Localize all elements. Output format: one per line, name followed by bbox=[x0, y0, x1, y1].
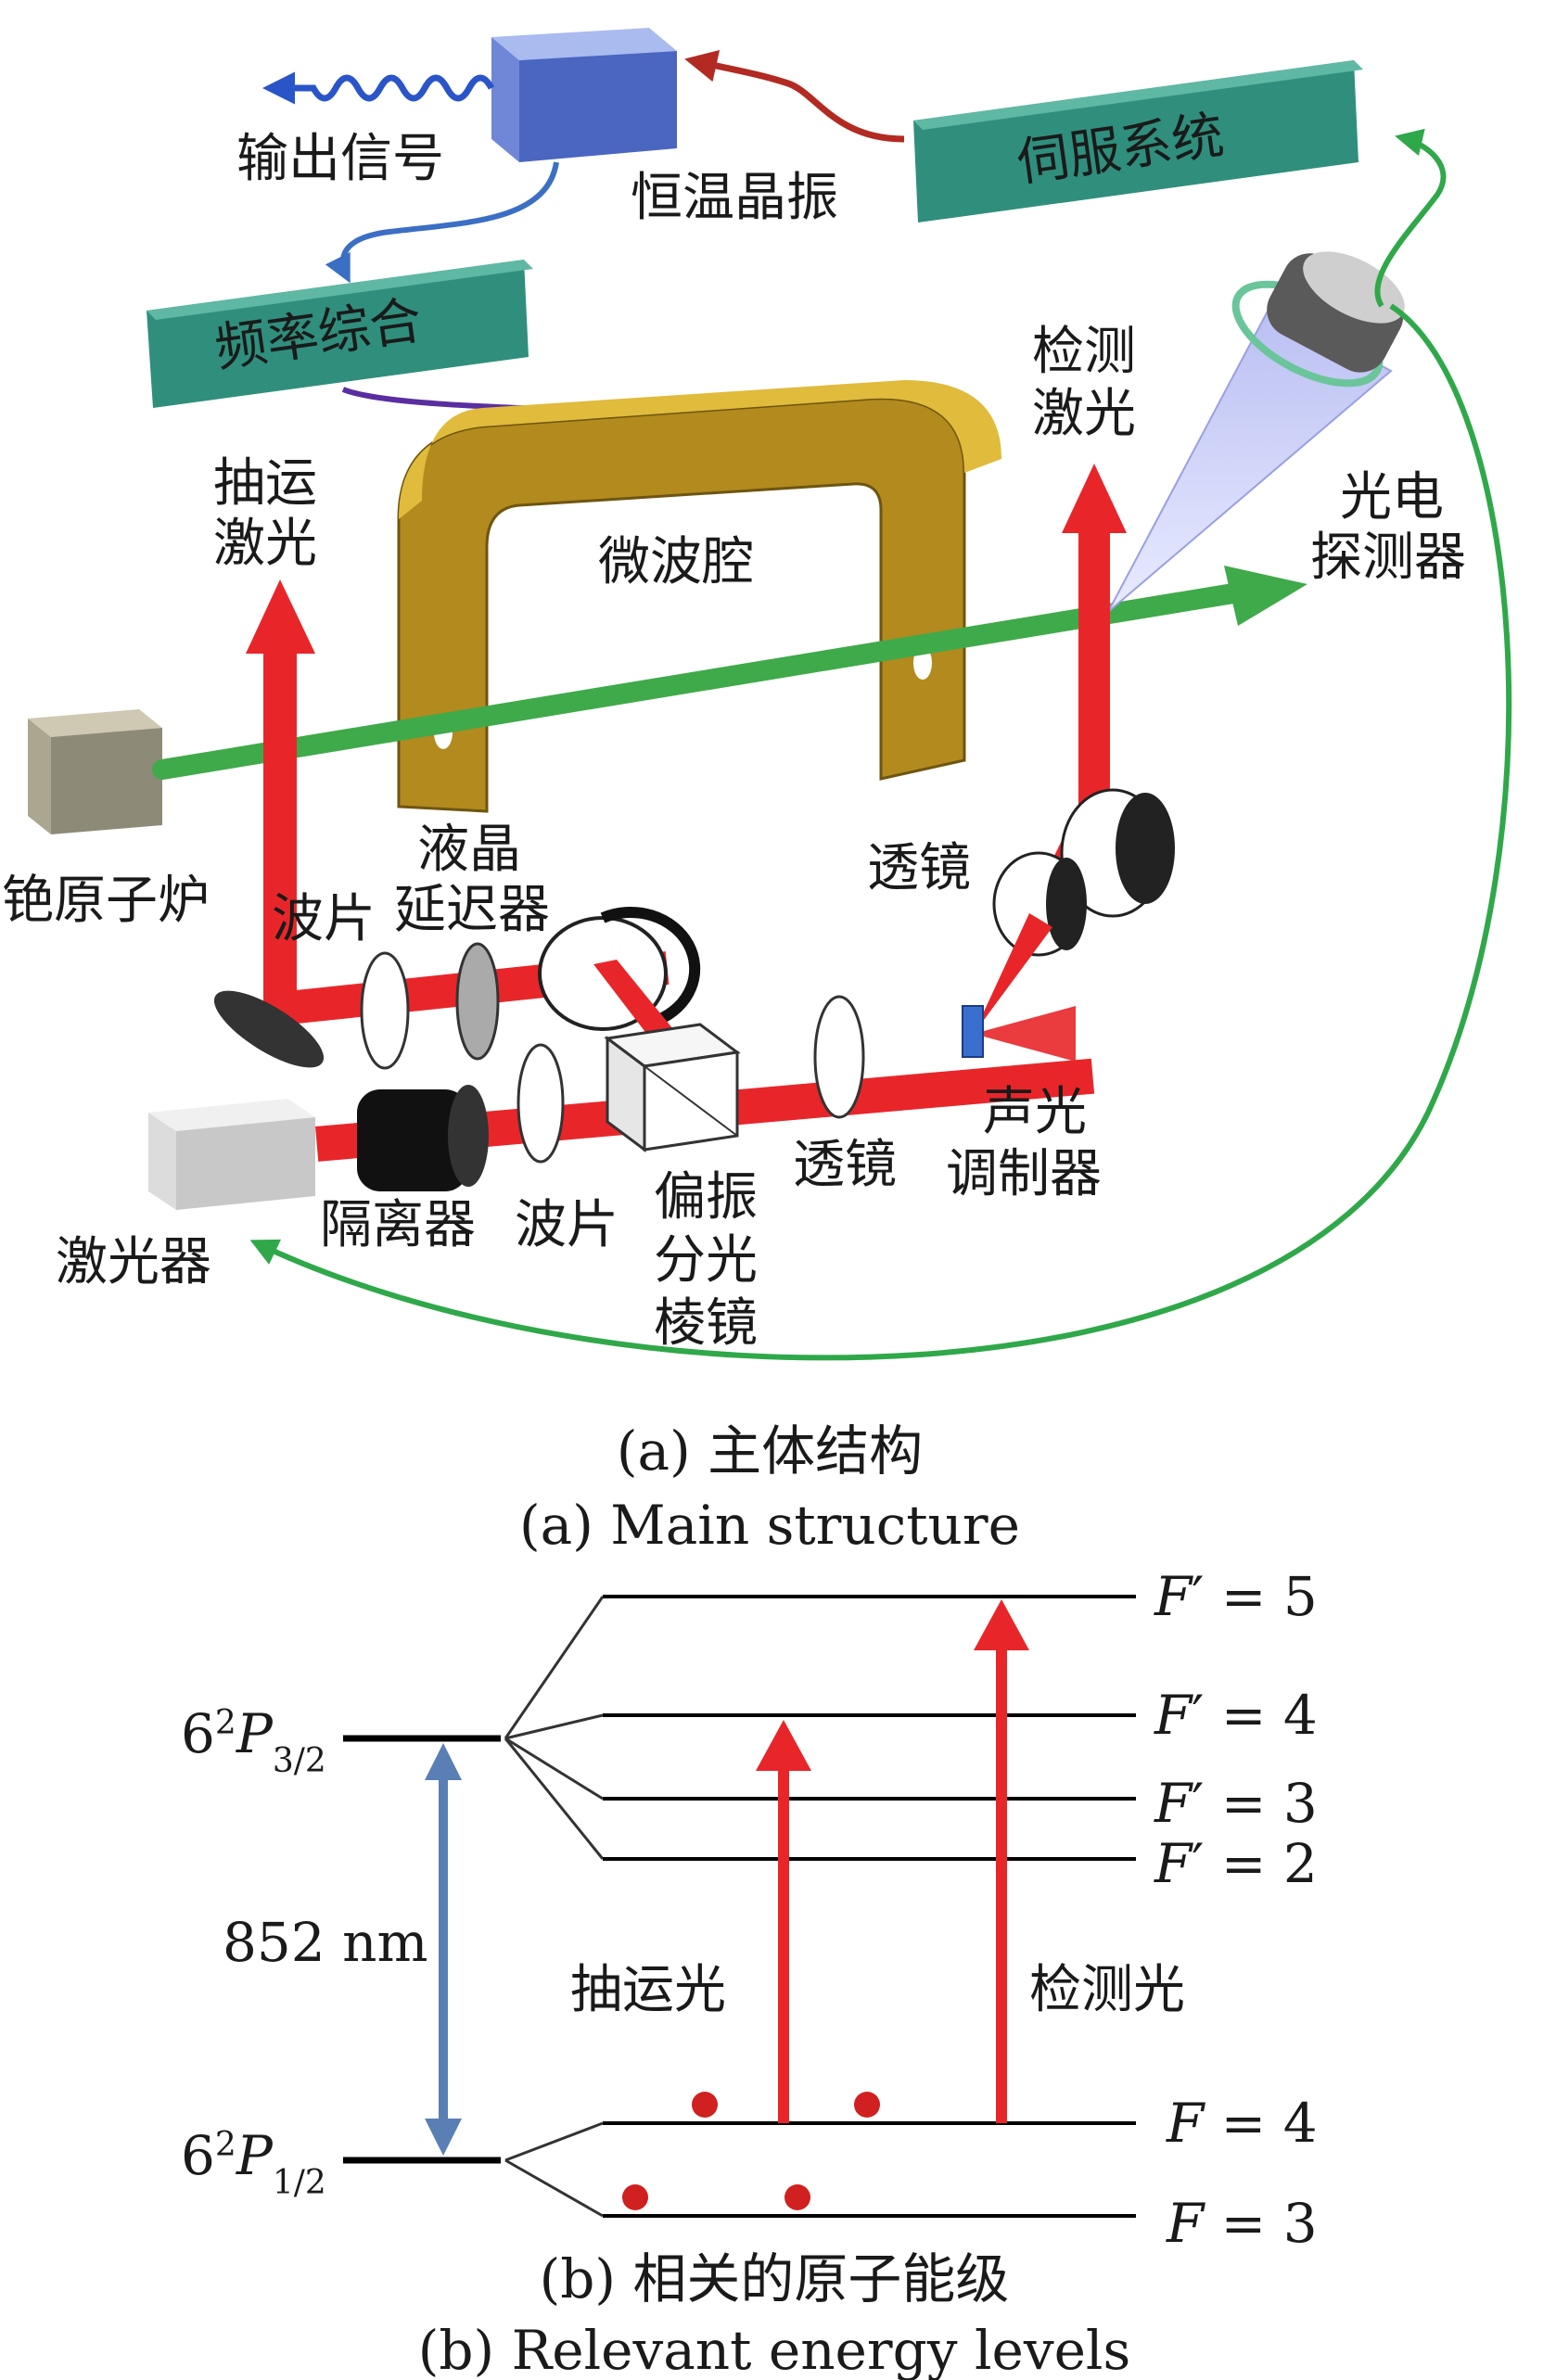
isolator-label: 隔离器 bbox=[320, 1195, 476, 1255]
photodetector-label-1: 光电 bbox=[1340, 467, 1444, 528]
right-lens-mirror bbox=[992, 788, 1175, 957]
ocxo-to-synth-arrow bbox=[325, 161, 559, 284]
aom-label-1: 声光 bbox=[983, 1082, 1087, 1142]
probe-laser-label-1: 检测 bbox=[1032, 322, 1136, 382]
bottom-lens bbox=[813, 995, 865, 1119]
left-mirror bbox=[213, 990, 325, 1068]
microwave-cavity: 微波腔 bbox=[397, 380, 1001, 813]
isolator bbox=[357, 1085, 489, 1191]
microwave-cavity-label: 微波腔 bbox=[598, 532, 754, 592]
energy-level-diagram: 62P3/2 62P1/2 852 nm F′ = 5 F′ = 4 F′ = … bbox=[181, 1565, 1318, 2380]
atomic-beam bbox=[152, 583, 1244, 780]
aom bbox=[962, 1005, 984, 1058]
probe-light-label: 检测光 bbox=[1029, 1960, 1185, 2020]
laser-box bbox=[148, 1099, 315, 1210]
lc-retarder-label-1: 液晶 bbox=[417, 820, 521, 880]
atoms bbox=[622, 2092, 880, 2210]
output-signal-label: 输出信号 bbox=[236, 129, 444, 189]
caption-b-cn: (b) 相关的原子能级 bbox=[540, 2247, 1010, 2310]
pump-laser-label-2: 激光 bbox=[213, 514, 317, 574]
aom-diffracted-beam bbox=[974, 913, 1052, 1034]
lower-state-label: 62P1/2 bbox=[181, 2124, 326, 2202]
bottom-waveplate-label: 波片 bbox=[515, 1195, 619, 1255]
f-4-label: F = 4 bbox=[1166, 2092, 1318, 2155]
f-prime-3-label: F′ = 3 bbox=[1154, 1772, 1318, 1835]
caption-a-cn: (a) 主体结构 bbox=[617, 1419, 923, 1483]
servo-to-ocxo-arrow bbox=[684, 49, 905, 143]
aom-label-2: 调制器 bbox=[946, 1144, 1102, 1204]
f-3-label: F = 3 bbox=[1166, 2192, 1318, 2255]
lc-retarder-label-2: 延迟器 bbox=[394, 880, 550, 940]
laser-label: 激光器 bbox=[56, 1232, 211, 1292]
main-structure-diagram: 输出信号 恒温晶振 伺服系统 频率综合 微波腔 bbox=[2, 28, 1512, 1557]
top-waveplate-label: 波片 bbox=[272, 889, 376, 949]
cesium-oven-label: 铯原子炉 bbox=[2, 871, 210, 931]
detector-to-servo-feedback bbox=[1374, 128, 1447, 308]
atom bbox=[784, 2184, 810, 2210]
pbs-label-3: 棱镜 bbox=[654, 1293, 758, 1354]
servo-system-box: 伺服系统 bbox=[913, 60, 1363, 223]
pump-laser-label-1: 抽运 bbox=[213, 453, 317, 514]
servo-to-laser-feedback bbox=[249, 303, 1512, 1361]
lc-retarder bbox=[455, 942, 500, 1061]
beam-to-pbs bbox=[593, 960, 677, 1043]
probe-laser-label-2: 激光 bbox=[1032, 384, 1136, 444]
f-prime-5-label: F′ = 5 bbox=[1154, 1565, 1318, 1628]
ocxo-cube bbox=[491, 28, 677, 162]
upper-state-label: 62P3/2 bbox=[181, 1702, 326, 1780]
photodetector-label-2: 探测器 bbox=[1310, 528, 1466, 588]
caption-b-en: (b) Relevant energy levels bbox=[418, 2319, 1130, 2380]
atom bbox=[854, 2092, 880, 2118]
d1-transition-arrow bbox=[425, 1743, 462, 2156]
bottom-lens-label: 透镜 bbox=[793, 1135, 897, 1195]
bottom-waveplate bbox=[517, 1043, 565, 1164]
pbs-label-2: 分光 bbox=[654, 1230, 758, 1291]
cesium-oven-cube bbox=[28, 709, 162, 834]
atom bbox=[622, 2184, 648, 2210]
upper-splitting-lines bbox=[504, 1596, 605, 1860]
caption-a-en: (a) Main structure bbox=[519, 1494, 1020, 1557]
right-lens-label: 透镜 bbox=[867, 838, 971, 898]
top-waveplate bbox=[360, 951, 410, 1070]
frequency-synthesizer-box: 频率综合 bbox=[147, 260, 533, 408]
f-prime-2-label: F′ = 2 bbox=[1154, 1832, 1318, 1895]
pump-transition-arrow bbox=[756, 1720, 811, 2123]
wavelength-label: 852 nm bbox=[223, 1911, 428, 1974]
aom-focus-beams bbox=[974, 1006, 1076, 1062]
output-signal-wave bbox=[262, 71, 495, 105]
lower-splitting-lines bbox=[504, 2121, 604, 2218]
f-prime-4-label: F′ = 4 bbox=[1154, 1684, 1318, 1747]
pump-light-label: 抽运光 bbox=[570, 1960, 726, 2020]
probe-transition-arrow bbox=[974, 1599, 1029, 2123]
pbs-label-1: 偏振 bbox=[654, 1167, 758, 1228]
atom bbox=[692, 2092, 718, 2118]
atomic-beam-head bbox=[1224, 566, 1307, 626]
pbs-cube bbox=[604, 1023, 741, 1152]
ocxo-label: 恒温晶振 bbox=[631, 168, 838, 228]
